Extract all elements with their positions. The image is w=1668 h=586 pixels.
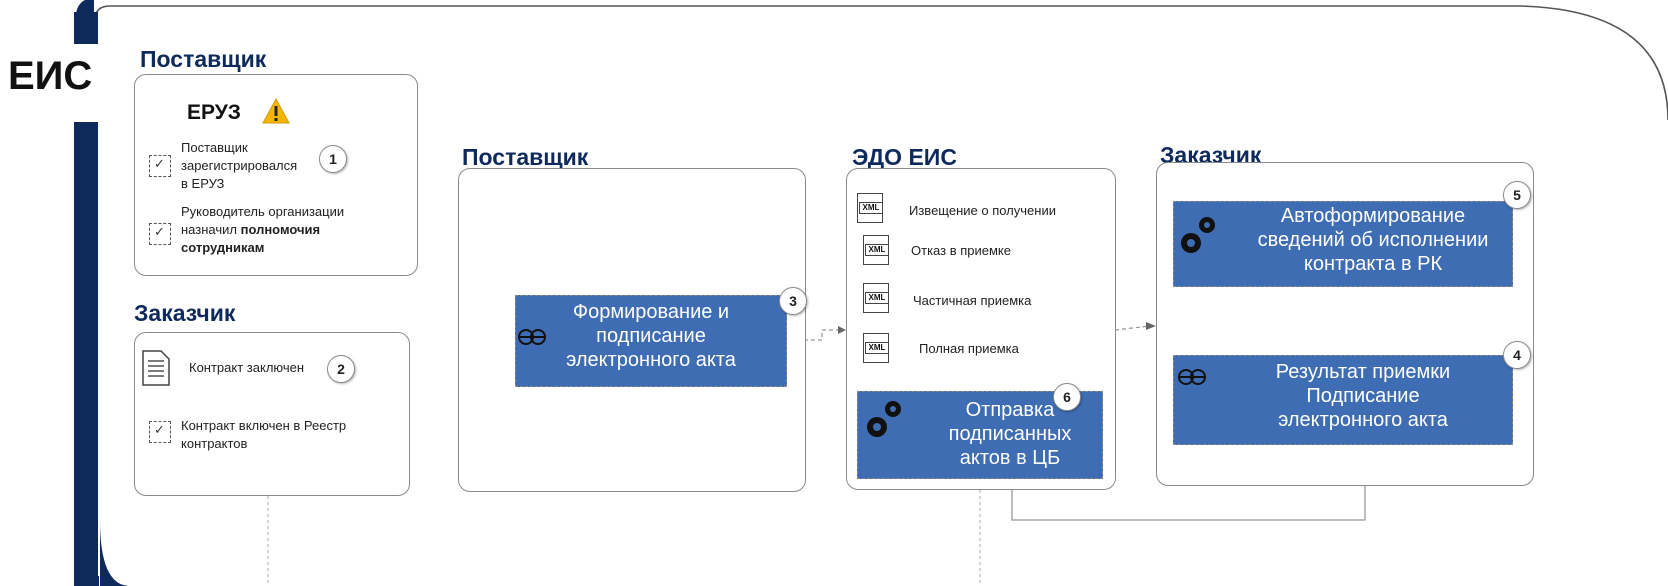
eis-title: ЕИС [8, 54, 93, 98]
supplier-mid-panel: Формирование и подписание электронного а… [458, 168, 807, 492]
supplier-panel-title: Поставщик [140, 46, 267, 72]
document-icon [142, 350, 170, 386]
customer-right-panel: Автоформирование сведений об исполнении … [1156, 162, 1534, 486]
edo-panel: XML Извещение о получении XML Отказ в пр… [846, 168, 1116, 490]
supplier-mid-title: Поставщик [462, 144, 589, 170]
supplier-registered-text: Поставщик зарегистрировался в ЕРУЗ [181, 140, 298, 191]
eruz-title: ЕРУЗ [187, 101, 241, 124]
gears-icon [867, 401, 901, 437]
manager-authority-text: Руководитель организации назначил полном… [181, 204, 345, 255]
warning-icon [262, 97, 290, 124]
doc-refusal: Отказ в приемке [911, 243, 1011, 258]
acceptance-result-block: Результат приемки Подписание электронног… [1173, 355, 1513, 445]
check-icon [149, 421, 171, 443]
step-badge-6: 6 [1053, 383, 1081, 411]
form-sign-act-block: Формирование и подписание электронного а… [515, 295, 787, 387]
supplier-panel: ЕРУЗ Поставщик зарегистрировался в ЕРУЗ … [134, 74, 418, 276]
gears-icon [1181, 217, 1215, 253]
xml-file-icon: XML [863, 333, 889, 363]
auto-forming-block: Автоформирование сведений об исполнении … [1173, 201, 1513, 287]
edo-title: ЭДО ЕИС [852, 144, 957, 170]
contract-registry-text: Контракт включен в Реестр контрактов [181, 418, 347, 451]
step-badge-1: 1 [319, 145, 347, 173]
step-badge-2: 2 [327, 355, 355, 383]
contract-concluded-text: Контракт заключен [189, 360, 305, 375]
step-badge-4: 4 [1503, 341, 1531, 369]
step-badge-5: 5 [1503, 181, 1531, 209]
xml-file-icon: XML [857, 193, 883, 223]
xml-file-icon: XML [863, 283, 889, 313]
check-icon [149, 155, 171, 177]
check-icon [149, 223, 171, 245]
signature-icon [518, 329, 546, 345]
doc-full-acceptance: Полная приемка [919, 341, 1019, 356]
doc-notice-receipt: Извещение о получении [909, 203, 1056, 218]
customer-panel: Контракт заключен 2 Контракт включен в Р… [134, 332, 410, 496]
doc-partial-acceptance: Частичная приемка [913, 293, 1032, 308]
signature-icon [1178, 369, 1206, 385]
xml-file-icon: XML [863, 235, 889, 265]
customer-panel-title: Заказчик [134, 300, 236, 326]
step-badge-3: 3 [779, 287, 807, 315]
